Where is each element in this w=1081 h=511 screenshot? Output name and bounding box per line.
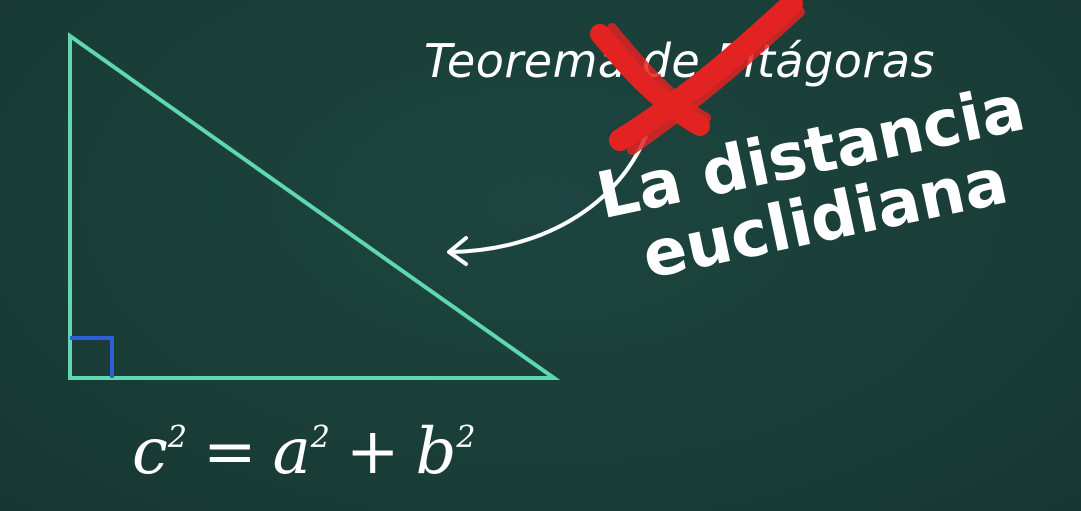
pythagorean-formula: c2=a2+b2: [132, 415, 476, 489]
red-x-cross-out-icon: [590, 0, 805, 155]
formula-a-exponent: 2: [310, 420, 330, 455]
formula-c-exponent: 2: [167, 420, 187, 455]
right-triangle: [68, 32, 561, 380]
arrow-head: [447, 236, 468, 266]
formula-a: a: [272, 415, 311, 489]
crossed-out-title: Teorema de Pitágoras: [424, 34, 935, 88]
formula-plus: +: [345, 415, 400, 489]
formula-c: c: [132, 415, 168, 489]
formula-equals: =: [202, 415, 257, 489]
formula-b: b: [415, 415, 457, 489]
right-angle-marker: [70, 336, 114, 378]
formula-b-exponent: 2: [456, 420, 476, 455]
